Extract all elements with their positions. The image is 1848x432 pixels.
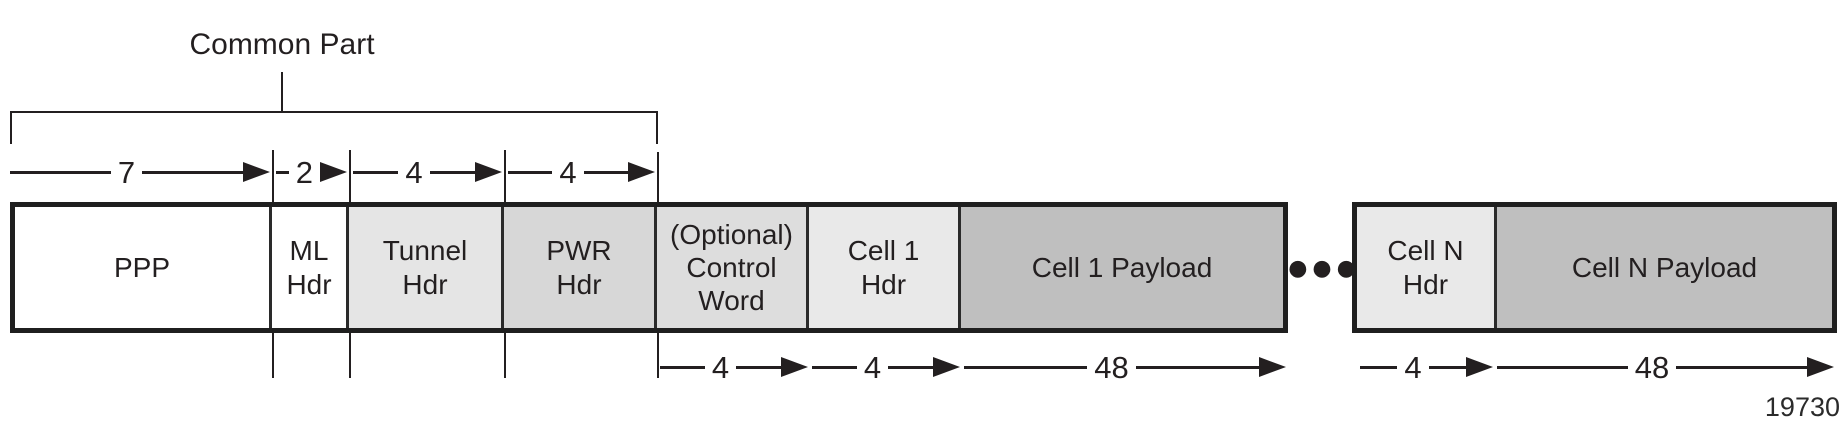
boundary-tick [272,333,274,378]
dim-line [812,365,857,369]
dim-value: 4 [863,349,882,385]
dim-line [142,170,243,174]
boundary-tick [272,150,274,202]
dim-line [353,170,399,174]
figure-number: 19730 [1764,392,1840,422]
arrowhead-icon [1259,357,1287,377]
dim-line [1360,365,1398,369]
boundary-tick [349,150,351,202]
bracket-tick-right [656,111,658,144]
field-tunnel-hdr: Tunnel Hdr [349,207,504,328]
field-cell1-payload: Cell 1 Payload [961,207,1283,328]
bracket-connector-line [281,72,283,112]
dim-cell1-payload-48: 48 [964,345,1287,389]
bracket-line [10,111,658,113]
dim-line [10,170,111,174]
dim-ml-2: 2 [276,150,347,194]
dim-value: 4 [559,154,577,190]
dim-celln-hdr-4: 4 [1360,345,1493,389]
dim-line [1428,365,1466,369]
dim-value: 4 [405,154,423,190]
packet-frame-2: Cell N Hdr Cell N Payload [1352,202,1837,333]
dim-value: 4 [711,349,730,385]
dim-cell1-hdr-4: 4 [812,345,960,389]
dim-line [736,365,781,369]
packet-frame-1: PPP ML Hdr Tunnel Hdr PWR Hdr (Optional)… [10,202,1288,333]
dim-line [508,170,553,174]
arrowhead-icon [1466,357,1493,377]
dim-value: 48 [1634,349,1670,385]
dim-line [964,365,1088,369]
dim-line [583,170,628,174]
field-celln-payload: Cell N Payload [1497,207,1832,328]
boundary-tick [504,150,506,202]
field-pwr-hdr: PWR Hdr [504,207,657,328]
dim-line [276,170,289,174]
boundary-tick [504,333,506,378]
dim-value: 2 [295,154,313,190]
dim-ppp-7: 7 [10,150,270,194]
dim-line [429,170,475,174]
common-part-label: Common Part [189,28,375,61]
arrowhead-icon [933,357,960,377]
ellipsis-icon: ●●● [1288,255,1361,281]
dim-line [1135,365,1260,369]
dim-value: 7 [117,154,136,190]
dim-line [1497,365,1628,369]
dim-pwr-4: 4 [508,150,655,194]
dim-line [660,365,705,369]
arrowhead-icon [1807,357,1835,377]
arrowhead-icon [320,162,347,182]
bracket-tick-left [10,111,12,144]
field-ppp: PPP [15,207,272,328]
field-cell1-hdr: Cell 1 Hdr [809,207,961,328]
arrowhead-icon [475,162,502,182]
field-ml-hdr: ML Hdr [272,207,349,328]
dim-value: 4 [1404,349,1422,385]
boundary-tick [349,333,351,378]
boundary-tick [657,333,659,378]
dim-value: 48 [1094,349,1129,385]
arrowhead-icon [628,162,655,182]
dim-celln-payload-48: 48 [1497,345,1835,389]
arrowhead-icon [243,162,270,182]
dim-tunnel-4: 4 [353,150,502,194]
boundary-tick [657,152,659,202]
dim-control-word-4: 4 [660,345,808,389]
field-celln-hdr: Cell N Hdr [1357,207,1497,328]
field-control-word: (Optional) Control Word [657,207,809,328]
dim-line [888,365,933,369]
arrowhead-icon [781,357,808,377]
dim-line [1676,365,1808,369]
